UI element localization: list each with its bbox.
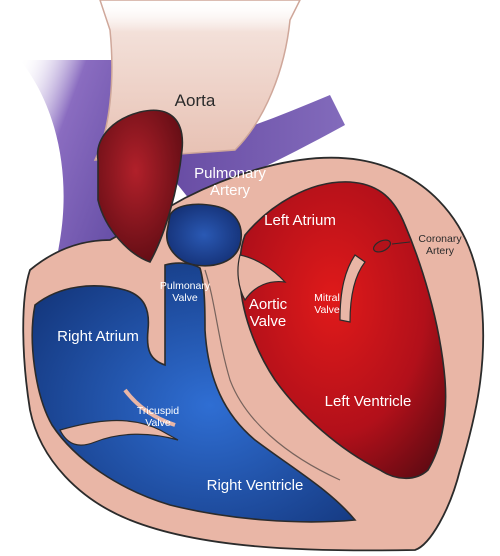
label-right-atrium: Right Atrium [57,328,139,345]
coronary-leader [391,241,411,245]
aorta-lumen [96,109,184,263]
tricuspid-chord [123,388,176,427]
label-tricuspid-valve: Tricuspid Valve [136,405,180,430]
tricuspid-valve-leaflet [59,419,179,446]
label-coronary-artery: Coronary Artery [418,233,462,258]
label-pulmonary-valve: Pulmonary Valve [159,280,211,305]
label-mitral-valve: Mitral Valve [314,292,340,317]
right-chambers [31,262,357,523]
pulmonary-trunk-vessel [150,95,345,200]
label-right-ventricle: Right Ventricle [206,477,304,494]
mitral-valve-leaflet [339,254,366,323]
pulmonary-artery-lumen [166,203,242,267]
coronary-artery [372,239,392,253]
left-chambers [239,181,447,480]
label-aorta: Aorta [174,91,216,110]
label-pulmonary-artery: Pulmonary Artery [194,165,266,200]
label-left-ventricle: Left Ventricle [324,393,412,410]
label-left-atrium: Left Atrium [264,212,336,229]
aortic-valve-leaflet [237,254,287,302]
label-aortic-valve: Aortic Valve [248,296,288,331]
septum [204,269,341,481]
